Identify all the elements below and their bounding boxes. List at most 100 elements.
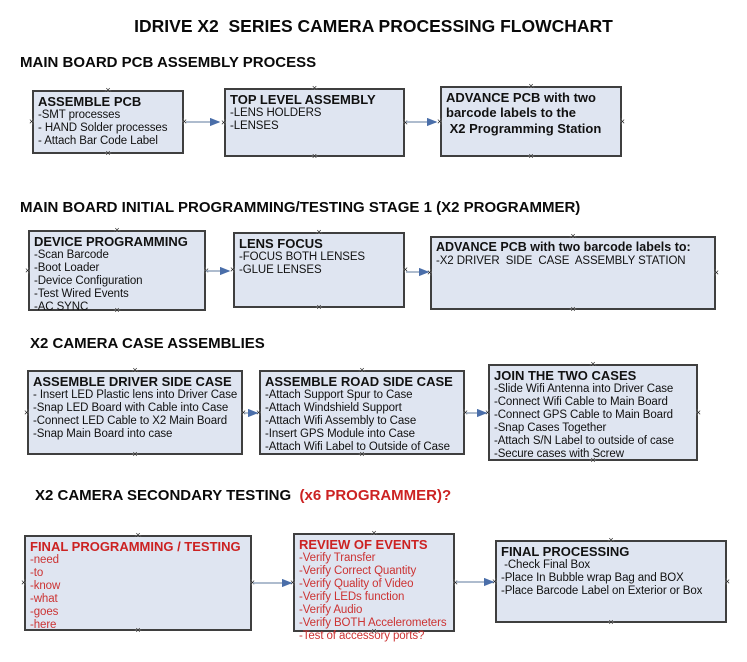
box-item: -Verify LEDs function — [299, 591, 405, 603]
connection-handle-icon: × — [437, 116, 443, 126]
box-item: -Verify BOTH Accelerometers — [299, 617, 447, 629]
flow-box-assemble-pcb: ASSEMBLE PCB -SMT processes - HAND Solde… — [29, 86, 187, 158]
box-item: -Attach Support Spur to Case — [265, 389, 413, 401]
heading-black-part: X2 CAMERA SECONDARY TESTING — [35, 487, 300, 504]
flow-box-assemble-driver-side-case: ASSEMBLE DRIVER SIDE CASE - Insert LED P… — [24, 366, 246, 459]
connection-handle-icon: × — [713, 267, 719, 278]
connection-handle-icon: × — [181, 116, 187, 127]
box-item: X2 Programming Station — [446, 121, 602, 136]
connection-handle-icon: × — [492, 576, 498, 586]
connection-handle-icon: × — [135, 625, 141, 635]
connection-handle-icon: × — [724, 576, 730, 586]
connection-handle-icon: × — [485, 407, 491, 417]
box-item: -Verify Audio — [299, 604, 363, 616]
connection-handle-icon: × — [528, 151, 534, 161]
connection-handle-icon: × — [608, 617, 614, 627]
box-item: -Check Final Box — [501, 559, 591, 571]
connection-handle-icon: × — [29, 116, 35, 127]
box-title: LENS FOCUS — [239, 236, 323, 251]
box-item: -Verify Correct Quantity — [299, 565, 417, 577]
heading-red-part: (x6 PROGRAMMER)? — [299, 487, 452, 504]
box-item: -GLUE LENSES — [239, 264, 322, 276]
connection-handle-icon: × — [528, 81, 534, 91]
connection-handle-icon: × — [359, 365, 365, 375]
flow-box-top-level-assembly: TOP LEVEL ASSEMBLY -LENS HOLDERS -LENSES… — [221, 84, 408, 161]
connection-handle-icon: × — [21, 577, 27, 588]
box-item: -FOCUS BOTH LENSES — [239, 251, 365, 263]
box-item: -Slide Wifi Antenna into Driver Case — [494, 383, 674, 395]
box-title: FINAL PROGRAMMING / TESTING — [30, 539, 241, 554]
box-title: JOIN THE TWO CASES — [494, 368, 637, 383]
box-item: -Attach Wifi Assembly to Case — [265, 415, 417, 427]
box-item: -know — [30, 580, 61, 592]
connection-handle-icon: × — [311, 151, 318, 161]
connection-handle-icon: × — [114, 305, 120, 315]
connection-handle-icon: × — [25, 265, 31, 275]
box-item: -Boot Loader — [34, 262, 100, 274]
flow-box-advance-pcb-programming-station: ADVANCE PCB with two barcode labels to t… — [437, 82, 625, 161]
flow-box-review-of-events: REVIEW OF EVENTS -Verify Transfer -Verif… — [290, 529, 458, 643]
flow-box-final-programming-testing: FINAL PROGRAMMING / TESTING -need -to -k… — [21, 531, 255, 635]
connection-handle-icon: × — [427, 267, 433, 278]
box-item: -Snap LED Board with Cable into Case — [33, 402, 229, 414]
connection-handle-icon: × — [402, 117, 408, 127]
box-item: -Device Configuration — [34, 275, 143, 287]
box-title: ADVANCE PCB with two barcode labels to: — [436, 240, 691, 254]
connection-handle-icon: × — [132, 365, 138, 375]
box-item: -Test Wired Events — [34, 288, 129, 300]
box-item: -need — [30, 554, 59, 566]
connection-handle-icon: × — [619, 116, 625, 126]
section-heading-secondary-testing: X2 CAMERA SECONDARY TESTING (x6 PROGRAMM… — [35, 487, 451, 504]
flow-box-lens-focus: LENS FOCUS -FOCUS BOTH LENSES -GLUE LENS… — [230, 228, 408, 312]
section-heading-initial-programming: MAIN BOARD INITIAL PROGRAMMING/TESTING S… — [20, 199, 581, 216]
page-title: IDRIVE X2 SERIES CAMERA PROCESSING FLOWC… — [134, 16, 613, 36]
box-item: -Verify Quality of Video — [299, 578, 414, 590]
flow-box-final-processing: FINAL PROCESSING -Check Final Box -Place… — [492, 536, 730, 627]
box-item: -Place In Bubble wrap Bag and BOX — [501, 572, 684, 584]
box-item: -X2 DRIVER SIDE CASE ASSEMBLY STATION — [436, 255, 686, 267]
connection-handle-icon: × — [290, 577, 296, 587]
connection-handle-icon: × — [452, 577, 458, 587]
connection-handle-icon: × — [608, 535, 614, 545]
box-item: -to — [30, 567, 44, 579]
connection-handle-icon: × — [114, 225, 120, 235]
connection-handle-icon: × — [105, 85, 111, 95]
flow-box-join-the-two-cases: JOIN THE TWO CASES -Slide Wifi Antenna i… — [485, 360, 701, 465]
flow-box-device-programming: DEVICE PROGRAMMING -Scan Barcode -Boot L… — [25, 226, 209, 315]
box-item: -Insert GPS Module into Case — [265, 428, 415, 440]
box-item: -LENS HOLDERS — [230, 107, 322, 119]
box-title: ASSEMBLE PCB — [38, 94, 142, 109]
connection-handle-icon: × — [221, 117, 227, 127]
connection-handle-icon: × — [570, 231, 576, 241]
connection-handle-icon: × — [359, 449, 365, 459]
connection-handle-icon: × — [256, 407, 262, 417]
box-item: -Connect LED Cable to X2 Main Board — [33, 415, 228, 427]
connection-handle-icon: × — [105, 148, 111, 158]
connection-handle-icon: × — [135, 530, 141, 540]
box-title: ADVANCE PCB with two — [446, 90, 596, 105]
connection-handle-icon: × — [590, 455, 596, 465]
box-item: -Place Barcode Label on Exterior or Box — [501, 585, 703, 597]
box-item: -what — [30, 593, 58, 605]
box-title: FINAL PROCESSING — [501, 544, 630, 559]
connection-handle-icon: × — [24, 407, 30, 417]
flow-box-advance-pcb-driver-side: ADVANCE PCB with two barcode labels to: … — [427, 232, 719, 314]
connection-handle-icon: × — [570, 304, 576, 314]
box-item: -Verify Transfer — [299, 552, 376, 564]
connection-handle-icon: × — [230, 264, 236, 275]
connection-handle-icon: × — [695, 407, 701, 417]
section-heading-case-assemblies: X2 CAMERA CASE ASSEMBLIES — [30, 335, 265, 352]
box-title: DEVICE PROGRAMMING — [34, 234, 188, 249]
flow-box-assemble-road-side-case: ASSEMBLE ROAD SIDE CASE -Attach Support … — [256, 366, 468, 459]
box-item: -Scan Barcode — [34, 249, 109, 261]
box-item: -Snap Cases Together — [494, 422, 607, 434]
box-title: TOP LEVEL ASSEMBLY — [230, 92, 376, 107]
box-item: -Connect Wifi Cable to Main Board — [494, 396, 668, 408]
box-item: -SMT processes — [38, 109, 121, 121]
connection-handle-icon: × — [371, 626, 377, 636]
box-item: -here — [30, 619, 57, 631]
box-item: -Test of accessory ports? — [299, 630, 425, 642]
connection-handle-icon: × — [316, 227, 322, 237]
connection-handle-icon: × — [371, 528, 377, 538]
box-item: barcode labels to the — [446, 105, 577, 120]
